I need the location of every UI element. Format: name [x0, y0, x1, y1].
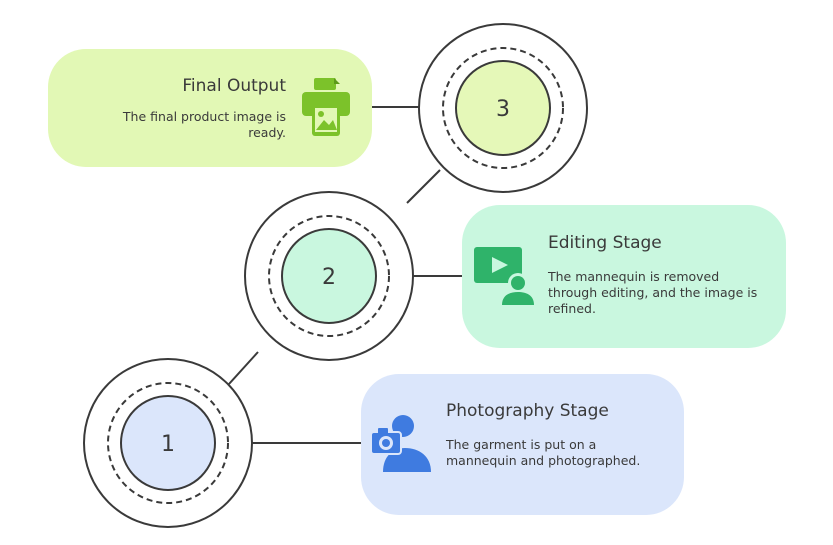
printer-image-icon: [300, 76, 352, 138]
step-2-dashed-ring: [268, 215, 390, 337]
step-1-dashed-ring: [107, 382, 229, 504]
connectors: [228, 106, 466, 444]
step-1-number: 1: [161, 432, 175, 457]
step-2-number: 2: [322, 265, 336, 290]
camera-person-icon: [369, 414, 435, 474]
final-output-description: The final product image is ready.: [122, 109, 286, 140]
step-2-inner-circle: [281, 228, 377, 324]
editing-stage-description: The mannequin is removed through editing…: [548, 269, 758, 316]
step-3-dashed-ring: [442, 47, 564, 169]
step-3-number: 3: [496, 97, 510, 122]
video-person-icon: [472, 243, 536, 307]
editing-stage-card: Editing Stage The mannequin is removed t…: [462, 205, 786, 348]
editing-stage-title: Editing Stage: [548, 233, 662, 253]
photography-stage-title: Photography Stage: [446, 401, 609, 421]
photography-stage-description: The garment is put on a mannequin and ph…: [446, 437, 641, 468]
step-2-node: 2: [244, 191, 414, 361]
step-3-node: 3: [418, 23, 588, 193]
connector-3-to-2: [406, 169, 441, 204]
step-1-inner-circle: [120, 395, 216, 491]
final-output-card: Final Output The final product image is …: [48, 49, 372, 167]
photography-stage-card: Photography Stage The garment is put on …: [361, 374, 684, 515]
connector-2-to-1: [228, 351, 259, 385]
step-3-inner-circle: [455, 60, 551, 156]
final-output-title: Final Output: [182, 76, 286, 96]
step-1-node: 1: [83, 358, 253, 528]
